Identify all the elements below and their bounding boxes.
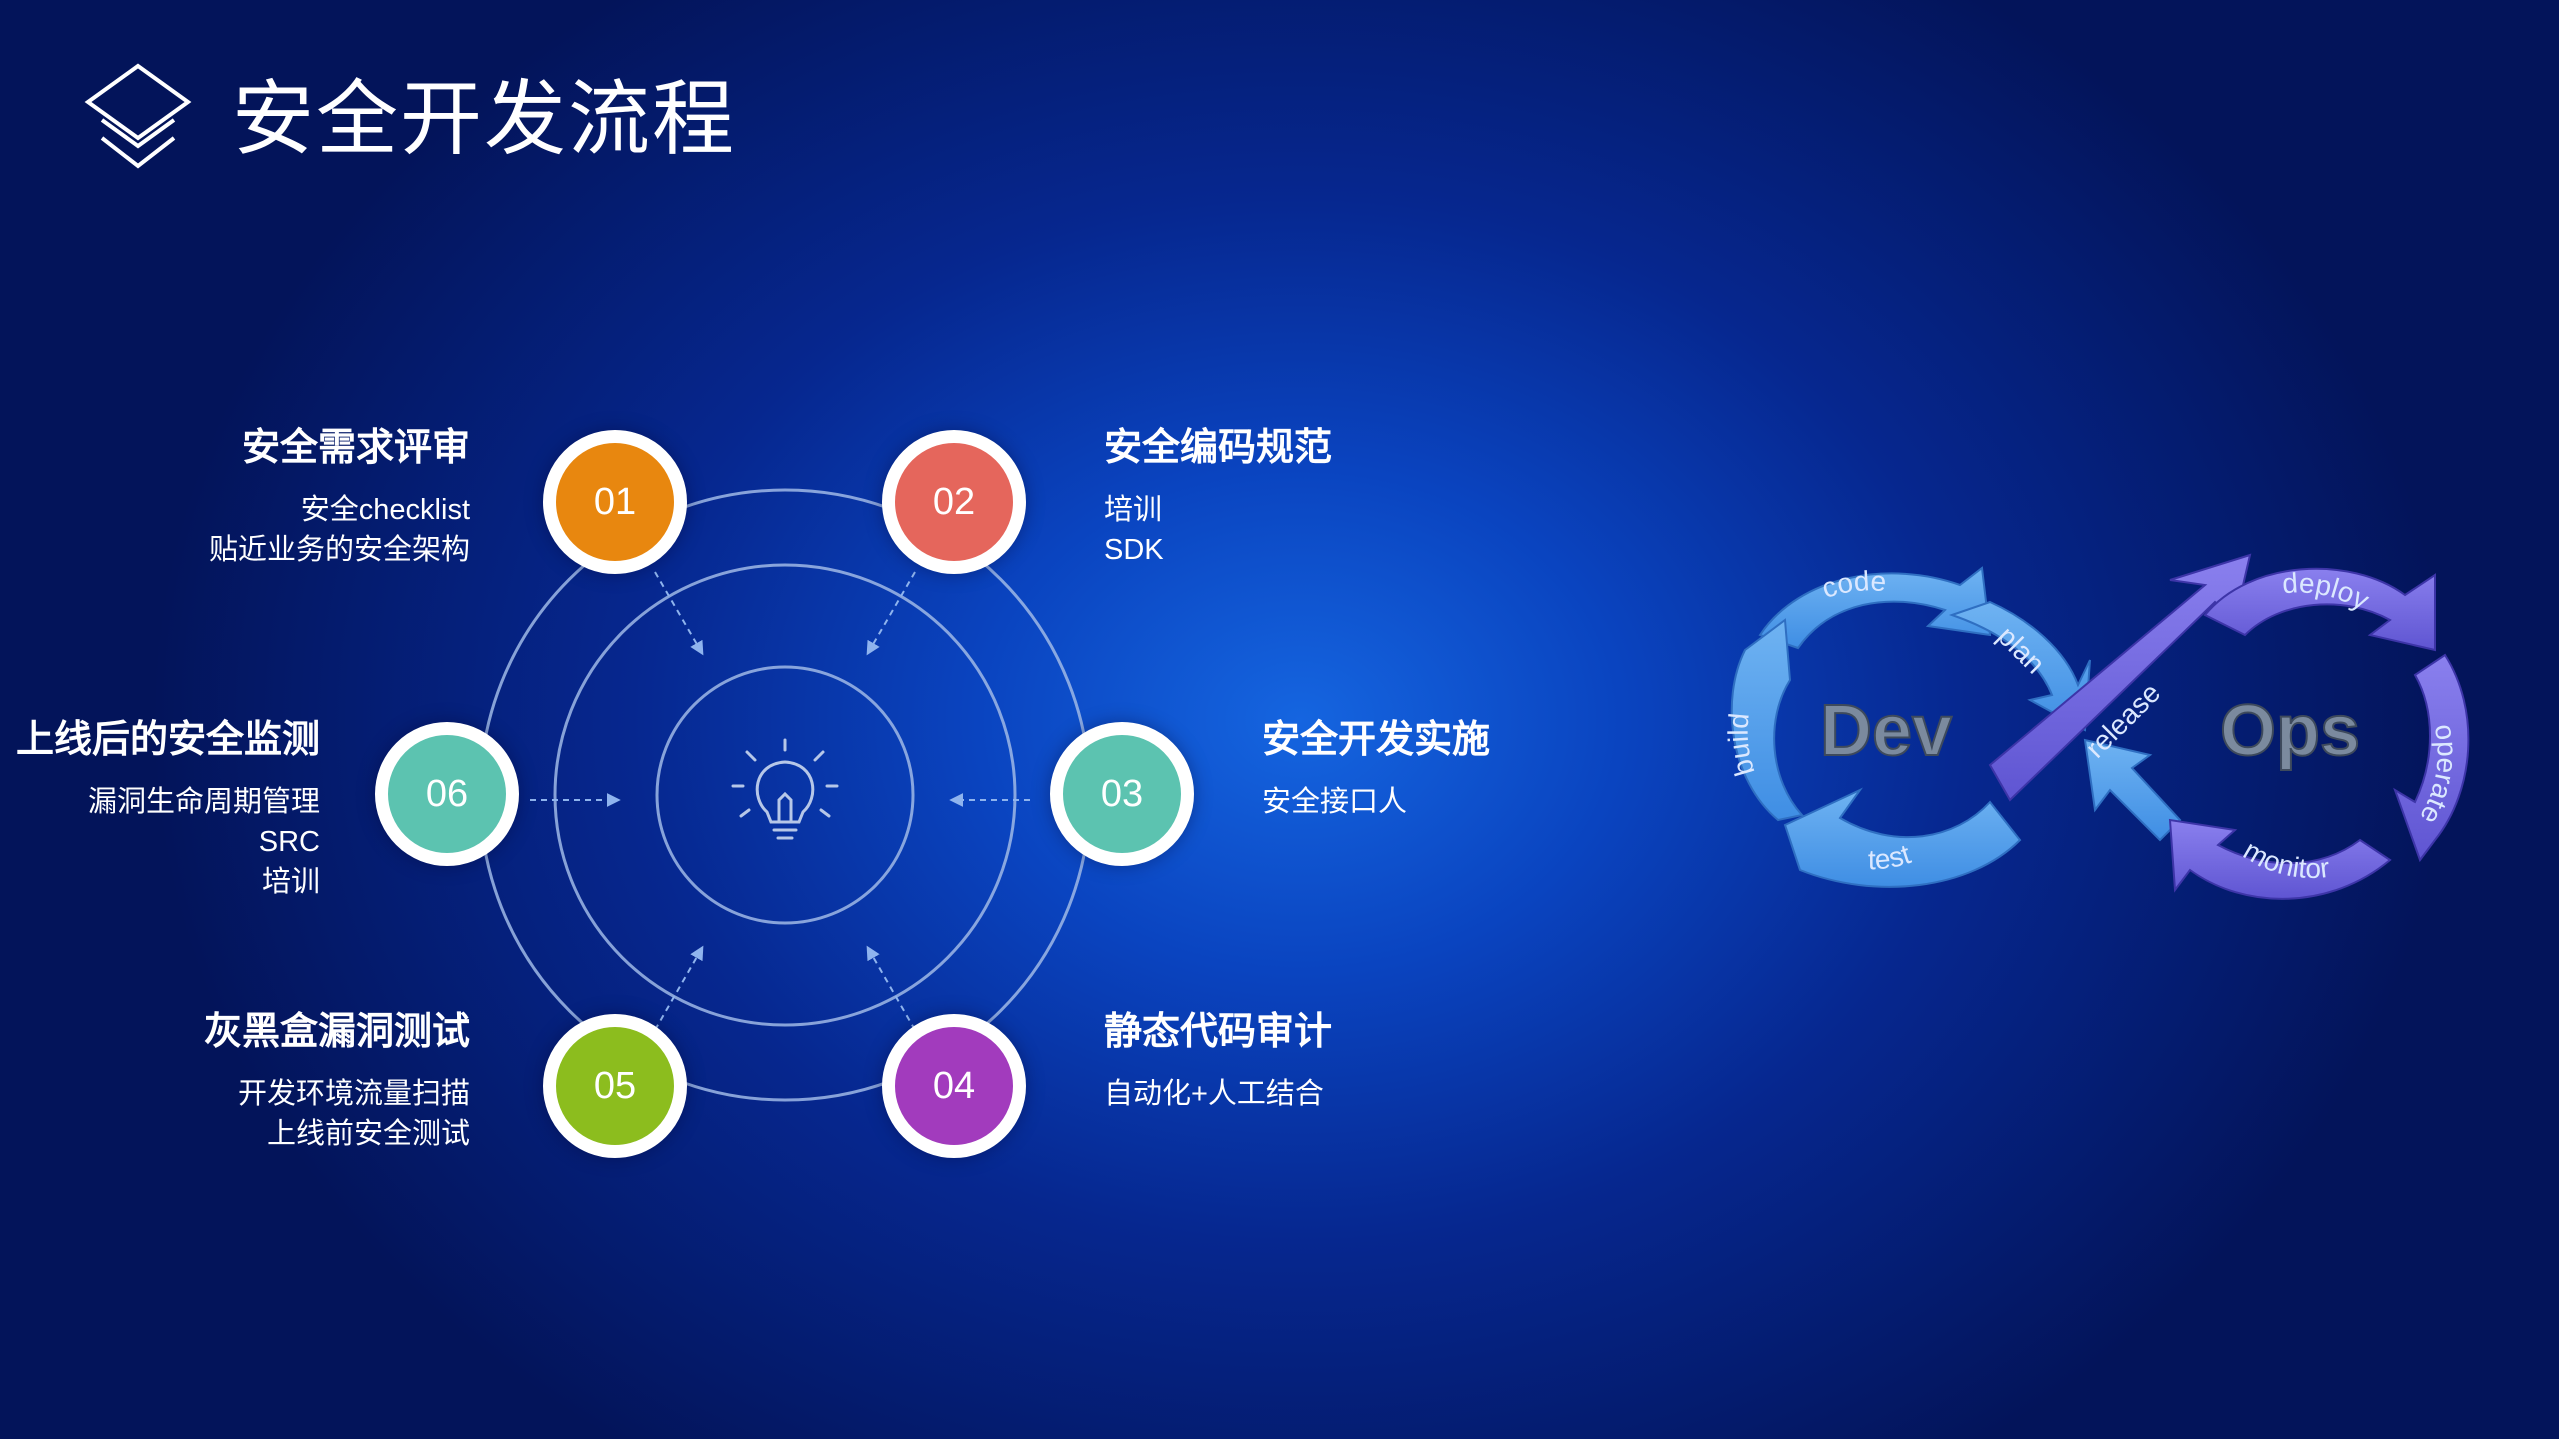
inner-ring [655,665,915,925]
code-arrow [1758,566,1992,650]
process-cycle-diagram [478,488,1092,1102]
step-05-badge: 05 [543,1014,687,1158]
step-06-text: 上线后的安全监测 漏洞生命周期管理 SRC 培训 [16,716,320,902]
step-05-text: 灰黑盒漏洞测试 开发环境流量扫描 上线前安全测试 [204,1008,470,1154]
lightbulb-icon [731,738,839,840]
step-03-badge: 03 [1050,722,1194,866]
step-04-text: 静态代码审计 自动化+人工结合 [1104,1008,1332,1114]
step-desc-line: 自动化+人工结合 [1104,1078,1324,1110]
layers-diamond-icon [84,63,192,169]
ops-feedback-arrow [2083,738,2182,842]
step-desc-line: SRC [258,826,320,858]
page-title: 安全开发流程 [232,74,737,165]
step-desc-line: 贴近业务的安全架构 [208,534,470,566]
step-01-text: 安全需求评审 安全checklist 贴近业务的安全架构 [209,424,470,570]
devops-infinity-diagram: Dev Ops code build test deploy operate m… [1723,553,2470,900]
monitor-arrow [2168,818,2392,900]
step-desc-line: 安全接口人 [1262,786,1408,818]
step-title: 安全开发实施 [1262,719,1491,761]
deploy-arrow [2203,567,2436,652]
step-title: 静态代码审计 [1104,1011,1333,1053]
step-02-text: 安全编码规范 培训 SDK [1104,424,1332,570]
step-desc-line: 漏洞生命周期管理 [87,786,320,818]
step-title: 安全编码规范 [1104,427,1333,469]
step-06-badge: 06 [375,722,519,866]
ops-loop [2083,567,2470,900]
step-02-badge: 02 [882,430,1026,574]
test-arrow [1783,787,2022,888]
ops-label: Ops [2220,691,2360,771]
step-desc-line: SDK [1104,534,1164,566]
step-01-badge: 01 [543,430,687,574]
step-title: 安全需求评审 [241,427,470,469]
step-04-badge: 04 [882,1014,1026,1158]
step-desc-line: 培训 [261,866,320,898]
step-title: 灰黑盒漏洞测试 [203,1011,470,1053]
step-desc-line: 开发环境流量扫描 [237,1078,470,1110]
build-arrow [1730,618,1804,822]
middle-ring [553,563,1017,1027]
dashed-arrows [530,571,1030,1031]
step-desc-line: 上线前安全测试 [266,1118,470,1150]
step-03-text: 安全开发实施 安全接口人 [1262,716,1490,822]
operate-arrow [2393,653,2470,863]
step-desc-line: 培训 [1104,494,1163,526]
dev-label: Dev [1820,691,1952,771]
step-title: 上线后的安全监测 [15,719,320,761]
step-desc-line: 安全checklist [300,494,470,526]
